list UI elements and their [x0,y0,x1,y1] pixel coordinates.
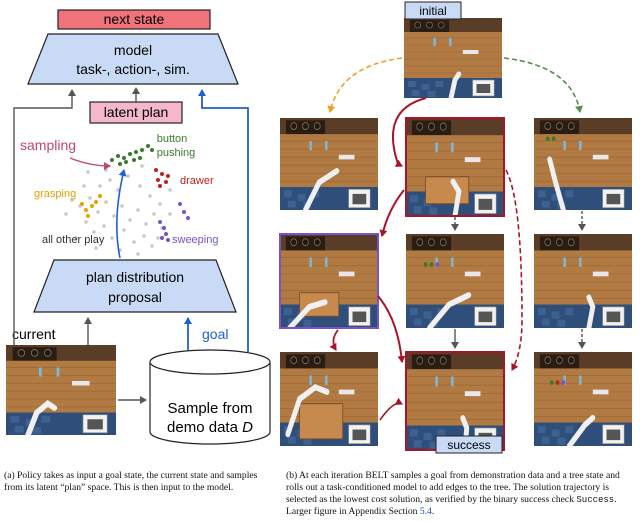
current-label: current [12,326,56,342]
sweeping-label: sweeping [172,234,218,246]
goal-to-model-arrow [198,89,249,352]
edge-r4-left-to-r4-mid [379,397,403,421]
tree-node-r2-mid [406,118,504,216]
sampling-arrow [69,157,111,170]
tree-node-r4-mid [406,352,504,450]
edge-initial-to-r2-mid [391,97,427,167]
initial-label: initial [419,4,446,18]
tree-node-r4-left [280,352,378,446]
caption-a-text: (a) Policy takes as input a goal state, … [4,470,258,493]
demo-data-cylinder [149,349,271,445]
figure: next state model task-, action-, sim. la… [0,1,640,454]
model-sublabel: task-, action-, sim. [76,61,190,77]
grasping-label: grasping [34,188,76,200]
tree-node-r4-right [534,352,632,446]
caption-a: (a) Policy takes as input a goal state, … [4,470,270,494]
tree-node-r2-mid-border [405,117,505,217]
caption-b: (b) At each iteration BELT samples a goa… [286,470,638,518]
drawer-label: drawer [180,175,214,187]
success-label: success [447,438,490,452]
caption-b-text-before: (b) At each iteration BELT samples a goa… [286,470,620,505]
button-pushing-label: button [157,133,188,145]
caption-b-text-after: . [431,506,435,517]
demo-data-var: D [242,419,253,436]
button-pushing-label-2: pushing [157,147,196,159]
tree-node-initial [404,18,502,98]
current-state-image [6,345,116,435]
latent-plan-label: latent plan [104,104,169,120]
all-other-play-label: all other play [42,234,105,246]
current-to-model-arrow [13,89,76,345]
success-tag [435,435,503,454]
latent-scatter-other [64,164,172,256]
demo-data-text: demo data [167,419,242,436]
proposal-label: plan distribution [86,269,184,285]
model-label: model [114,42,152,58]
tree-node-r3-left-border [279,233,379,329]
edge-initial-to-r2-left [327,57,403,113]
latent-scatter-grasping [80,194,102,218]
latent-scatter-sweeping [158,202,190,242]
goal-label: goal [202,326,228,342]
edge-initial-to-r2-right [503,57,583,113]
caption-b-code: Success [576,495,615,505]
tree-node-r2-right [534,118,632,210]
proposal-to-latent-arrow [116,169,127,259]
sample-from-label: Sample from [167,400,252,417]
edge-r3-left-to-r4-left [329,329,339,351]
tree-node-r3-right [534,234,632,328]
next-state-box [57,9,211,30]
latent-scatter-drawer [154,168,170,188]
sampling-label: sampling [20,137,76,153]
caption-b-text-middle: . Larger figure in Appendix Section [286,494,617,517]
edge-r3-left-to-r4-mid [377,295,406,363]
tree-node-r2-left [280,118,378,210]
latent-scatter-button-pushing [110,144,154,166]
tree-node-r3-left [280,234,378,328]
edge-r2-mid-to-r3-right [505,169,523,371]
initial-tag [404,1,462,20]
demo-data-label: demo data D [167,419,253,436]
plan-distribution-proposal-box [33,259,237,313]
proposal-sublabel: proposal [108,289,162,305]
tree-node-r3-mid [406,234,504,328]
caption-b-section-link[interactable]: 5.4 [419,506,432,517]
model-box [27,33,239,85]
next-state-label: next state [104,11,165,27]
edge-r2-mid-to-r3-left [379,189,405,237]
